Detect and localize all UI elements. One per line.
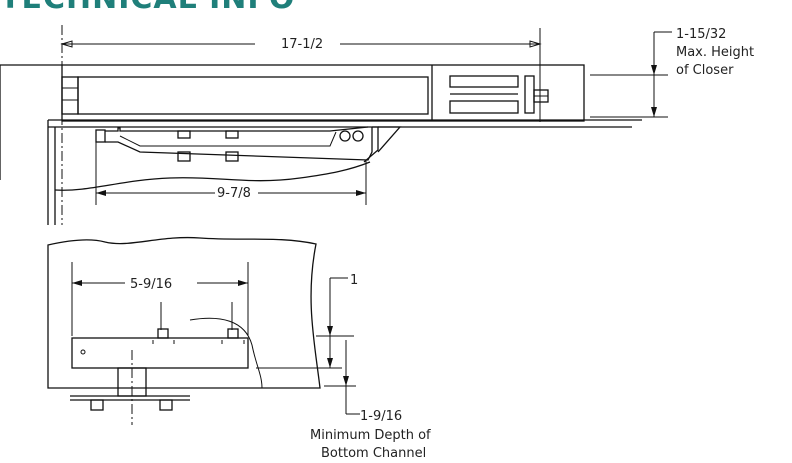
- dimension-max-height: 1-15/32: [676, 27, 726, 42]
- dimension-arm-length: 9-7/8: [217, 186, 251, 201]
- arm-end: [95, 129, 106, 143]
- dimension-spacing: 5-9/16: [130, 277, 172, 292]
- closer-section-view: 5-9/16 1 1-9/16 Minimum Dept: [47, 236, 431, 461]
- max-height-caption-2: of Closer: [676, 63, 734, 78]
- min-depth-caption-2: Bottom Channel: [321, 446, 426, 461]
- min-depth-caption-1: Minimum Depth of: [310, 428, 431, 443]
- dimension-side: 1: [350, 273, 358, 288]
- closer-top-view: 17-1/2 9-7/8 1-15/32 Max. Height of Clos…: [0, 25, 754, 225]
- dimension-min-depth: 1-9/16: [360, 409, 402, 424]
- page-title: TECHNICAL INFO: [0, 0, 295, 16]
- max-height-caption-1: Max. Height: [676, 45, 754, 60]
- door-section: [47, 236, 321, 389]
- dimension-overall-length: 17-1/2: [281, 37, 323, 52]
